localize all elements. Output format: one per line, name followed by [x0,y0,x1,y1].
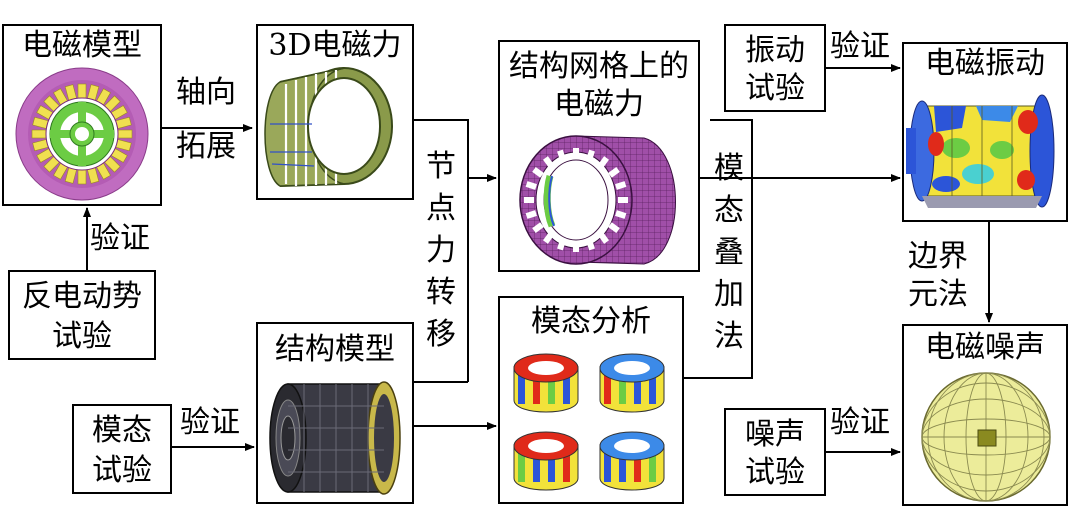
node-vibration-test: 振动 试验 [724,24,826,112]
node-modal-analysis: 模态分析 [498,296,684,504]
node-modal-analysis-title: 模态分析 [531,304,651,339]
node-em-noise: 电磁噪声 [902,324,1068,506]
node-structural-model: 结构模型 [256,322,414,504]
edge-axial-extension-line1: 轴向 [176,75,236,110]
edge-nodal-char-1: 节 [426,149,456,184]
edge-verify-vib: 验证 [830,29,890,64]
node-structural-model-title: 结构模型 [275,332,395,367]
edge-bem-line1: 边界 [908,239,968,274]
node-back-emf-test-line1: 反电动势 [22,279,142,314]
edge-axial-extension-line2: 拓展 [176,129,236,164]
node-vibration-test-line1: 振动 [745,33,805,68]
edge-bem-line2: 元法 [908,277,968,312]
node-modal-test-line1: 模态 [92,413,152,448]
node-noise-test-line2: 试验 [745,455,805,490]
node-modal-test: 模态 试验 [72,404,172,494]
edge-superpos-char-3: 叠 [714,235,744,270]
node-mesh-em-force: 结构网格上的 电磁力 [498,40,700,272]
node-vibration-test-line2: 试验 [745,71,805,106]
arrow-nodal-force-transfer [414,119,497,182]
node-em-model: 电磁模型 [2,24,162,206]
node-em-vibration-title: 电磁振动 [925,46,1045,81]
node-back-emf-test-line2: 试验 [52,319,112,354]
edge-superpos-char-2: 态 [714,193,744,228]
force-cylinder-icon [264,67,393,187]
node-mesh-em-force-title-line2: 电磁力 [554,87,644,122]
edge-superpos-char-5: 法 [714,319,744,354]
meshed-stator-icon [519,135,676,265]
node-em-vibration: 电磁振动 [902,42,1068,222]
noise-sphere-icon [921,372,1051,502]
edge-verify-noise: 验证 [830,405,890,440]
edge-nodal-char-2: 点 [426,191,456,226]
node-mesh-em-force-title-line1: 结构网格上的 [509,49,689,84]
edge-superpos-char-1: 模 [714,151,744,186]
node-em-model-title: 电磁模型 [22,28,142,63]
edge-nodal-char-3: 力 [426,233,456,268]
node-noise-test: 噪声 试验 [724,408,826,496]
edge-nodal-char-4: 转 [426,275,456,310]
line-modal-to-superposition [684,119,753,379]
vibration-contour-icon [906,94,1055,208]
edge-verify-emf: 验证 [90,221,150,256]
edge-verify-modal: 验证 [180,405,240,440]
mode-shapes-icon [513,353,665,491]
motor-housing-icon [269,381,401,495]
node-3d-em-force: 3D电磁力 [256,24,414,200]
node-modal-test-line2: 试验 [92,453,152,488]
node-3d-em-force-title: 3D电磁力 [268,28,402,63]
edge-nodal-char-5: 移 [426,317,456,352]
node-back-emf-test: 反电动势 试验 [8,270,156,360]
edge-superpos-char-4: 加 [714,277,744,312]
node-noise-test-line1: 噪声 [745,417,805,452]
motor-cross-section-icon [15,67,149,201]
node-em-noise-title: 电磁噪声 [925,330,1045,365]
